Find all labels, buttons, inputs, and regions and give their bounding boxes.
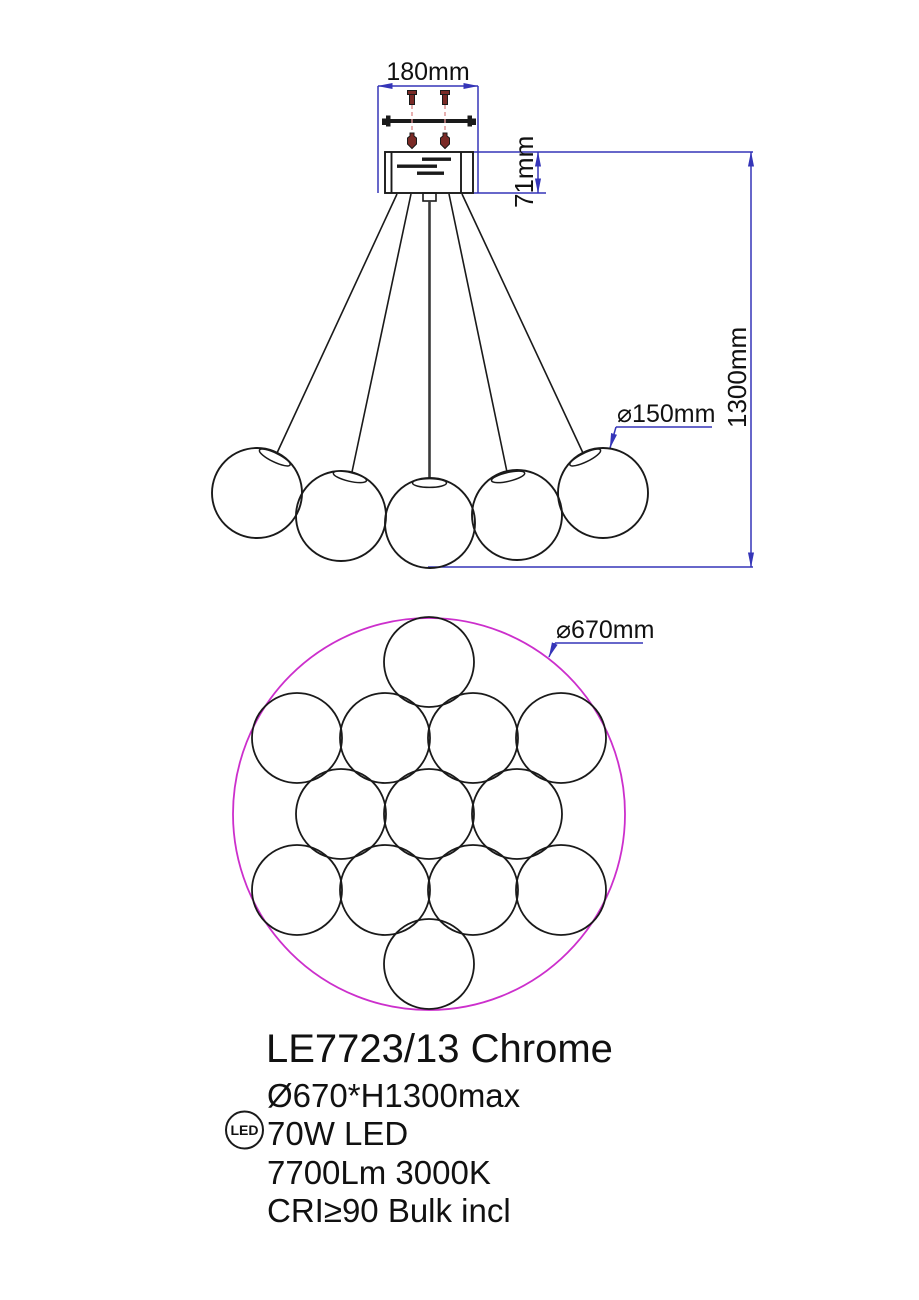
brand-dash-top xyxy=(422,157,451,161)
plan-sphere xyxy=(339,844,431,936)
product-model: LE7723/13 Chrome xyxy=(266,1027,613,1071)
brand-dash-middle xyxy=(397,164,437,168)
dim-670-label: ⌀670mm xyxy=(556,616,654,644)
plan-sphere xyxy=(471,768,563,860)
led-badge-icon xyxy=(225,1110,264,1150)
mounting-screws xyxy=(407,90,450,150)
sphere-cap xyxy=(411,477,448,489)
dim-1300-label: 1300mm xyxy=(722,327,752,428)
sphere-cap xyxy=(332,470,368,484)
bracket-endcap-right xyxy=(467,115,472,127)
product-power: 70W LED xyxy=(267,1115,408,1152)
product-size: Ø670*H1300max xyxy=(267,1077,521,1114)
plan-sphere xyxy=(515,692,607,784)
cable-1 xyxy=(276,193,398,454)
anchor-plug-left xyxy=(407,132,417,150)
cable-4 xyxy=(448,193,508,473)
suspension-cables xyxy=(276,193,584,473)
dim-150-leader xyxy=(609,426,617,449)
led-badge-label: LED xyxy=(231,1122,259,1138)
plan-view-spheres xyxy=(251,616,607,1010)
dim-670-leader xyxy=(548,642,558,658)
bracket-nub-left xyxy=(382,118,386,125)
sphere-cap xyxy=(490,470,526,484)
screw-head-left xyxy=(407,90,417,95)
screw-axis-lines xyxy=(411,105,446,132)
sphere xyxy=(384,477,476,569)
canopy xyxy=(384,151,474,202)
bracket-nub-right xyxy=(472,118,476,125)
sphere xyxy=(471,469,563,561)
screw-shaft-right xyxy=(442,94,448,105)
product-luminous: 7700Lm 3000K xyxy=(267,1154,491,1191)
bracket-endcap-left xyxy=(386,115,391,127)
plan-sphere xyxy=(251,844,343,936)
screw-shaft-left xyxy=(409,94,415,105)
sphere-caps xyxy=(258,448,602,489)
sphere xyxy=(557,447,649,539)
plan-sphere xyxy=(427,844,519,936)
anchor-plug-right xyxy=(440,132,450,150)
plan-sphere xyxy=(295,768,387,860)
dimension-lines xyxy=(377,82,755,658)
plan-sphere xyxy=(251,692,343,784)
plan-sphere xyxy=(515,844,607,936)
brand-dash-bottom xyxy=(417,171,444,175)
dim-150-label: ⌀150mm xyxy=(617,400,715,428)
plan-sphere xyxy=(427,692,519,784)
plan-sphere xyxy=(339,692,431,784)
cable-2 xyxy=(351,193,412,473)
canopy-brand-mark xyxy=(397,157,451,175)
screw-head-right xyxy=(440,90,450,95)
dim-71-label: 71mm xyxy=(509,136,539,208)
plan-sphere xyxy=(383,768,475,860)
sphere xyxy=(295,470,387,562)
plan-sphere xyxy=(383,918,475,1010)
product-cri: CRI≥90 Bulk incl xyxy=(267,1192,511,1229)
bracket-bar xyxy=(390,119,468,123)
sphere-cap xyxy=(569,448,602,467)
dim-180-label: 180mm xyxy=(386,58,469,86)
sphere-cap xyxy=(258,448,291,467)
cable-5 xyxy=(461,193,584,454)
canopy-stem xyxy=(422,192,437,202)
fixture-diameter-circle xyxy=(232,617,626,1011)
mounting-bracket xyxy=(382,115,476,127)
plan-sphere xyxy=(383,616,475,708)
